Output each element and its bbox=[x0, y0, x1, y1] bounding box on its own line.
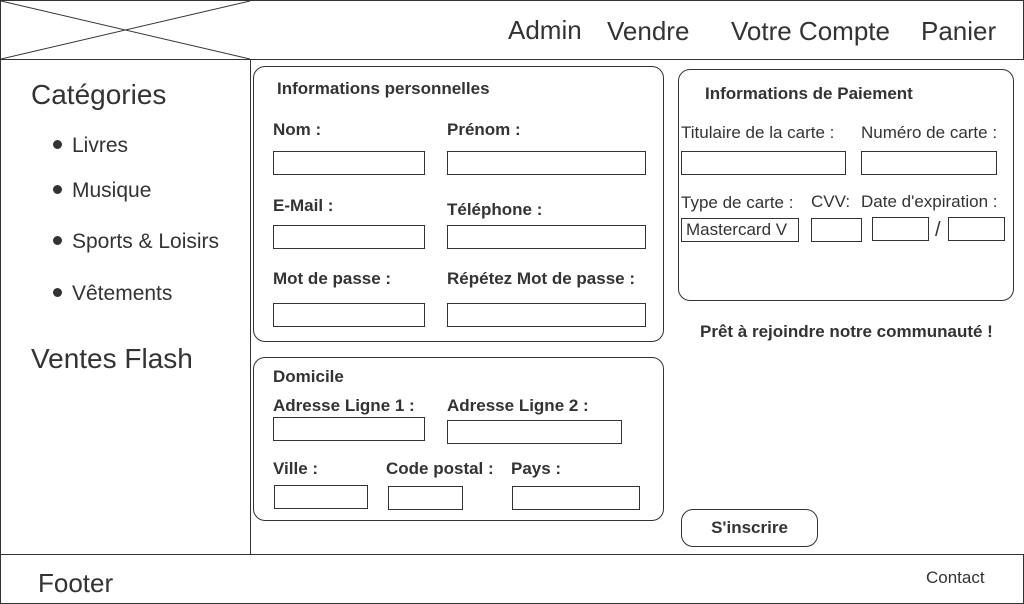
expiry-month-input[interactable] bbox=[872, 217, 929, 241]
footer: Footer Contact bbox=[0, 554, 1024, 604]
bullet-icon bbox=[53, 235, 62, 245]
flash-sales-link[interactable]: Ventes Flash bbox=[31, 343, 193, 374]
card-type-select[interactable]: Mastercard V bbox=[681, 218, 799, 242]
sidebar-item-musique[interactable]: Musique bbox=[53, 178, 151, 204]
cvv-label: CVV: bbox=[811, 192, 851, 211]
nom-label: Nom : bbox=[273, 120, 322, 139]
prenom-label: Prénom : bbox=[447, 120, 521, 139]
card-holder-label: Titulaire de la carte : bbox=[681, 123, 835, 142]
email-input[interactable] bbox=[273, 225, 425, 249]
password-repeat-label: Répétez Mot de passe : bbox=[447, 269, 635, 288]
ville-label: Ville : bbox=[273, 459, 319, 478]
code-postal-input[interactable] bbox=[388, 486, 463, 510]
telephone-input[interactable] bbox=[447, 225, 646, 249]
bullet-icon bbox=[53, 139, 62, 149]
footer-contact-link[interactable]: Contact bbox=[926, 568, 985, 587]
card-holder-input[interactable] bbox=[681, 151, 846, 175]
password-input[interactable] bbox=[273, 303, 425, 327]
sidebar-item-sports-loisirs[interactable]: Sports & Loisirs bbox=[53, 229, 219, 255]
expiry-year-input[interactable] bbox=[948, 217, 1005, 241]
address1-label: Adresse Ligne 1 : bbox=[273, 396, 415, 415]
logo-placeholder bbox=[0, 0, 251, 60]
payment-panel: Informations de Paiement Titulaire de la… bbox=[678, 69, 1014, 301]
nav-admin[interactable]: Admin bbox=[508, 15, 582, 45]
code-postal-label: Code postal : bbox=[386, 459, 494, 478]
card-number-input[interactable] bbox=[861, 151, 997, 175]
prenom-input[interactable] bbox=[447, 151, 646, 175]
personal-info-title: Informations personnelles bbox=[277, 79, 490, 98]
footer-title: Footer bbox=[38, 568, 114, 598]
nav-vendre[interactable]: Vendre bbox=[607, 16, 690, 46]
payment-title: Informations de Paiement bbox=[705, 84, 913, 103]
sidebar-item-livres[interactable]: Livres bbox=[53, 133, 128, 159]
pays-label: Pays : bbox=[511, 459, 562, 478]
bullet-icon bbox=[53, 184, 62, 194]
join-message: Prêt à rejoindre notre communauté ! bbox=[700, 322, 993, 341]
card-number-label: Numéro de carte : bbox=[861, 123, 998, 142]
bullet-icon bbox=[53, 287, 62, 297]
personal-info-panel: Informations personnelles Nom : Prénom :… bbox=[253, 66, 664, 342]
signup-button[interactable]: S'inscrire bbox=[681, 509, 818, 547]
address2-label: Adresse Ligne 2 : bbox=[447, 396, 589, 415]
nav-votre-compte[interactable]: Votre Compte bbox=[731, 16, 890, 46]
password-label: Mot de passe : bbox=[273, 269, 392, 288]
cvv-input[interactable] bbox=[811, 218, 862, 242]
card-type-label: Type de carte : bbox=[681, 193, 794, 212]
email-label: E-Mail : bbox=[273, 196, 334, 215]
domicile-panel: Domicile Adresse Ligne 1 : Adresse Ligne… bbox=[253, 357, 664, 521]
image-placeholder-icon bbox=[1, 1, 250, 59]
telephone-label: Téléphone : bbox=[447, 200, 543, 219]
domicile-title: Domicile bbox=[273, 367, 344, 386]
expiry-separator: / bbox=[935, 219, 941, 241]
pays-input[interactable] bbox=[512, 486, 640, 510]
password-repeat-input[interactable] bbox=[447, 303, 646, 327]
ville-input[interactable] bbox=[274, 485, 368, 509]
nom-input[interactable] bbox=[273, 151, 425, 175]
nav-panier[interactable]: Panier bbox=[921, 16, 997, 46]
expiry-label: Date d'expiration : bbox=[861, 192, 998, 211]
address2-input[interactable] bbox=[447, 420, 622, 444]
sidebar: Catégories Livres Musique Sports & Loisi… bbox=[0, 59, 251, 555]
header-bar: Admin Vendre Votre Compte Panier bbox=[250, 0, 1024, 60]
address1-input[interactable] bbox=[273, 417, 425, 441]
categories-title: Catégories bbox=[31, 79, 167, 110]
sidebar-item-vetements[interactable]: Vêtements bbox=[53, 281, 172, 307]
